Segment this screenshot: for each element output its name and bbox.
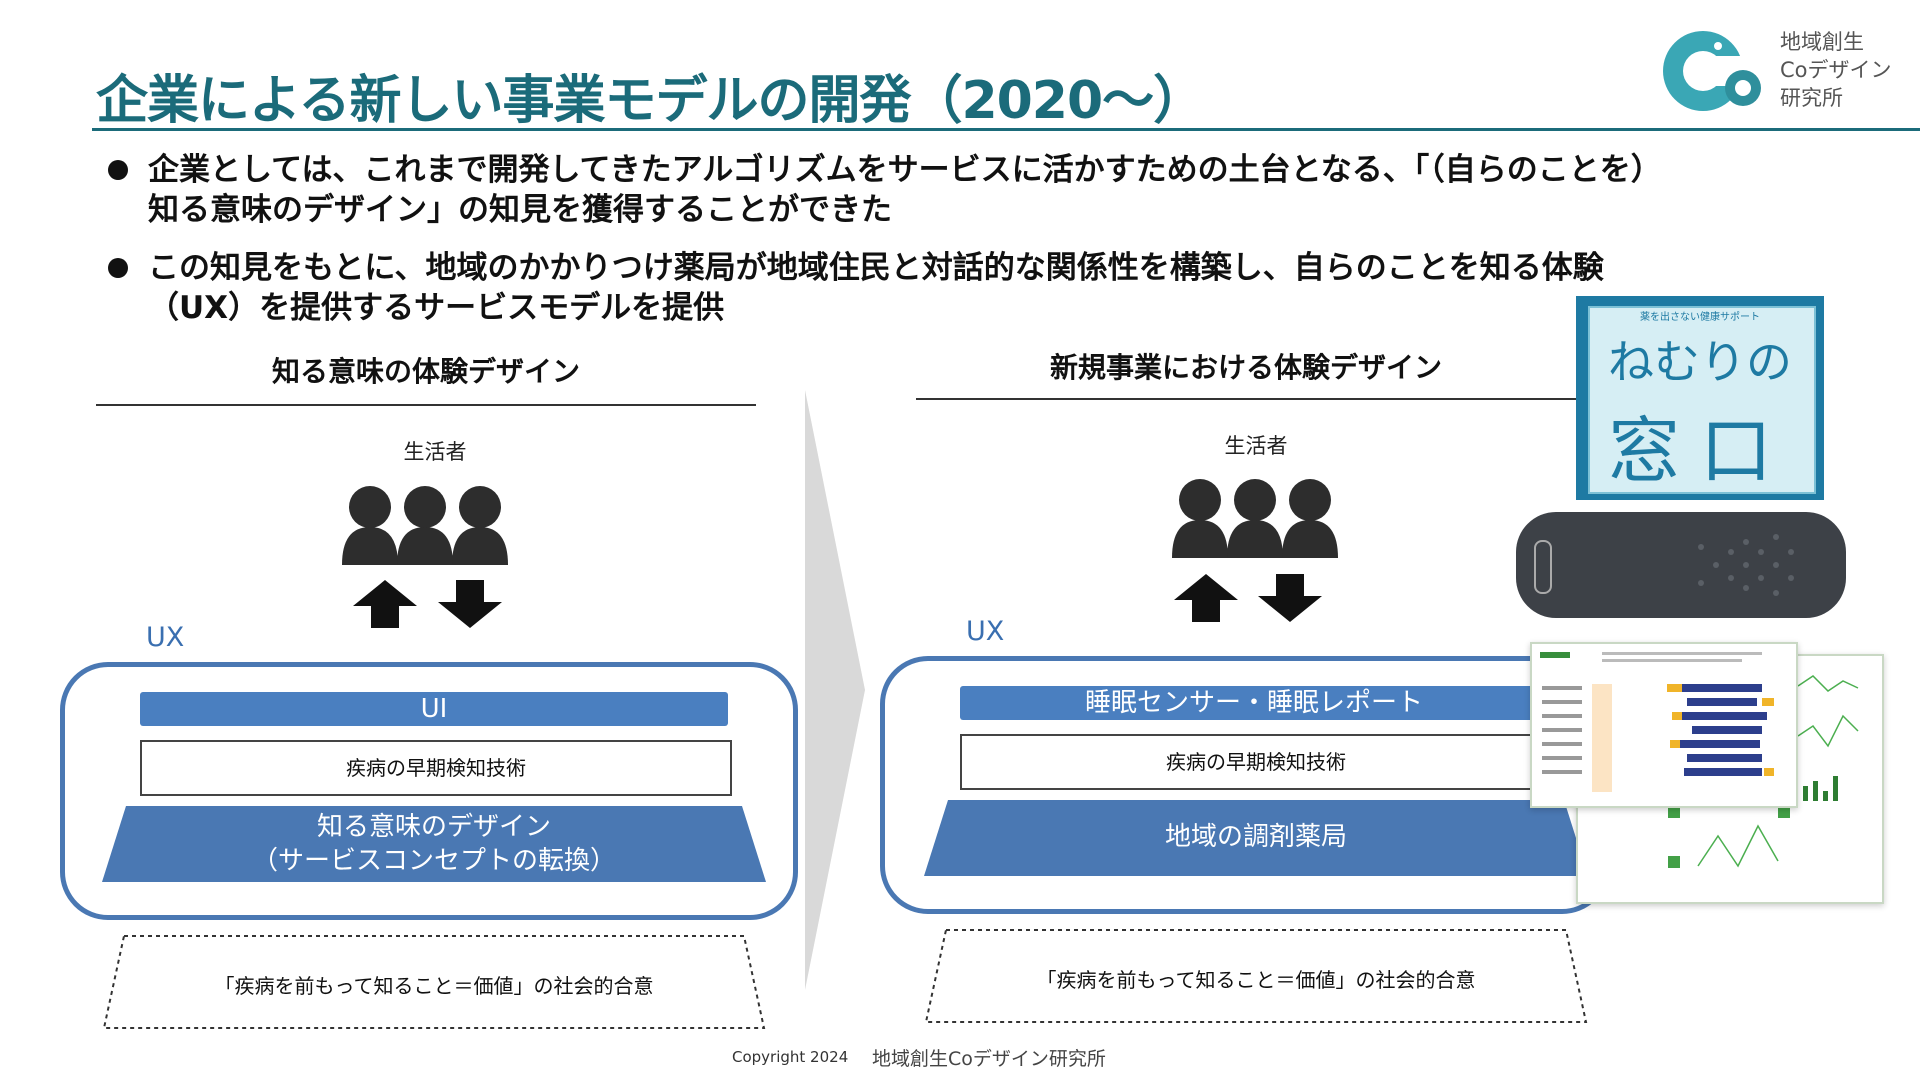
footer-copyright: Copyright 2024 <box>732 1048 849 1066</box>
right-ui-bar: 睡眠センサー・睡眠レポート <box>960 686 1548 720</box>
product-tagline: 薬を出さない健康サポート <box>1640 312 1760 323</box>
right-up-arrow-icon <box>1174 574 1238 622</box>
bullet-1-line2: 知る意味のデザイン」の知見を獲得することができた <box>148 192 892 228</box>
sleep-report-front-image <box>1530 642 1798 808</box>
logo-line1: 地域創生 <box>1780 30 1864 54</box>
left-base-trapezoid <box>102 806 766 882</box>
left-base-line1: 知る意味のデザイン <box>316 812 551 842</box>
slide-title: 企業による新しい事業モデルの開発（2020～） <box>96 71 1205 131</box>
right-heading-rule <box>916 398 1576 400</box>
bullet-2-line1: この知見をもとに、地域のかかりつけ薬局が地域住民と対話的な関係性を構築し、自らの… <box>148 250 1604 286</box>
right-people-label: 生活者 <box>1224 434 1288 458</box>
left-heading: 知る意味の体験デザイン <box>271 355 580 388</box>
left-people-icon <box>340 485 510 565</box>
logo-line3: 研究所 <box>1780 86 1843 110</box>
transition-arrow <box>805 390 865 990</box>
footer-org: 地域創生Coデザイン研究所 <box>872 1048 1106 1070</box>
right-people-icon <box>1170 478 1340 558</box>
left-up-arrow-icon <box>353 580 417 628</box>
left-tech-bar: 疾病の早期検知技術 <box>140 740 732 796</box>
right-consensus-frame <box>924 928 1588 1024</box>
left-consensus-text: 「疾病を前もって知ること＝価値」の社会的合意 <box>214 974 654 998</box>
right-ux-label: UX <box>966 616 1005 647</box>
product-name-line1: ねむりの <box>1608 335 1792 389</box>
bullet-2: この知見をもとに、地域のかかりつけ薬局が地域住民と対話的な関係性を構築し、自らの… <box>108 248 1728 328</box>
bullet-dot-icon <box>108 258 128 278</box>
logo-text: 地域創生 Coデザイン 研究所 <box>1780 28 1892 112</box>
left-ux-label: UX <box>146 622 185 653</box>
right-tech-bar: 疾病の早期検知技術 <box>960 734 1552 790</box>
right-down-arrow-icon <box>1258 574 1322 622</box>
left-ui-bar: UI <box>140 692 728 726</box>
left-down-arrow-icon <box>438 580 502 628</box>
product-name-line2: 窓口 <box>1607 409 1792 493</box>
left-consensus-frame <box>102 934 766 1030</box>
right-base-trapezoid <box>924 800 1588 876</box>
right-consensus-text: 「疾病を前もって知ること＝価値」の社会的合意 <box>1036 968 1476 992</box>
bullet-dot-icon <box>108 160 128 180</box>
left-heading-rule <box>96 404 756 406</box>
left-base-line2: （サービスコンセプトの転換） <box>251 846 616 876</box>
logo-line2: Coデザイン <box>1780 58 1892 82</box>
title-underline <box>92 128 1920 131</box>
bullet-1-line1: 企業としては、これまで開発してきたアルゴリズムをサービスに活かすための土台となる… <box>148 152 1662 188</box>
left-base-text: 知る意味のデザイン （サービスコンセプトの転換） <box>102 810 766 878</box>
right-heading: 新規事業における体験デザイン <box>1049 351 1442 384</box>
bullet-2-line2: （UX）を提供するサービスモデルを提供 <box>148 290 725 326</box>
logo-icon <box>1658 26 1768 116</box>
sleep-sensor-image <box>1516 512 1846 618</box>
left-people-label: 生活者 <box>403 440 467 464</box>
right-base-text: 地域の調剤薬局 <box>1164 822 1347 852</box>
product-logo-image: 薬を出さない健康サポート ねむりの 窓口 <box>1576 296 1824 500</box>
bullet-1: 企業としては、これまで開発してきたアルゴリズムをサービスに活かすための土台となる… <box>108 150 1728 230</box>
